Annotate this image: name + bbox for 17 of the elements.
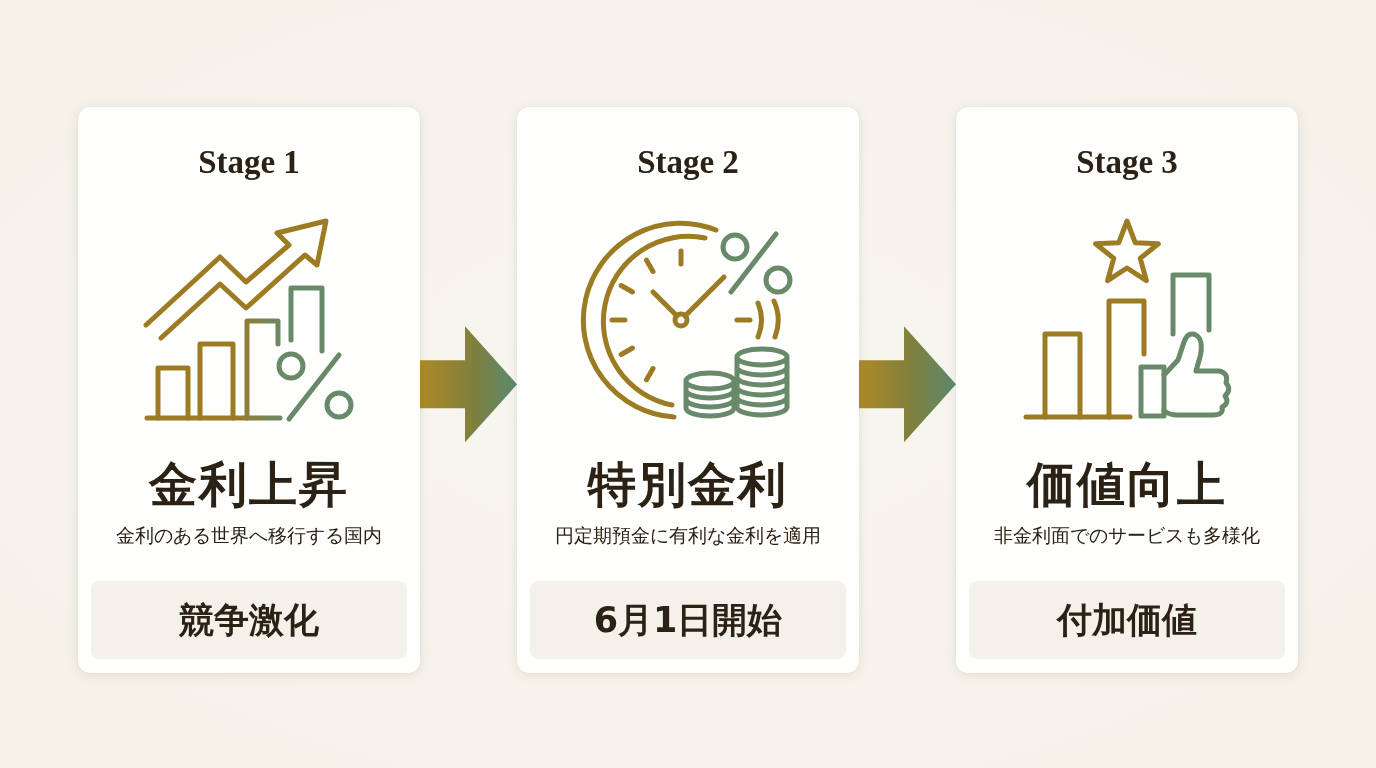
arrow bbox=[859, 326, 956, 443]
highlight-text: 付加価値 bbox=[1057, 599, 1197, 642]
arrow bbox=[420, 326, 517, 443]
stage-title: 特別金利 bbox=[588, 457, 788, 513]
stage-label: Stage 2 bbox=[637, 143, 739, 182]
stage-description: 金利のある世界へ移行する国内 bbox=[116, 523, 382, 548]
highlight-text: 6月1日開始 bbox=[593, 599, 783, 642]
stage-title: 価値向上 bbox=[1027, 457, 1227, 513]
highlight-text: 競争激化 bbox=[179, 599, 319, 642]
stage-card bbox=[956, 107, 1298, 673]
stage-description: 非金利面でのサービスも多様化 bbox=[994, 523, 1260, 548]
stage-title: 金利上昇 bbox=[149, 457, 349, 513]
stage-label: Stage 1 bbox=[198, 143, 300, 182]
stage-description: 円定期預金に有利な金利を適用 bbox=[555, 523, 821, 548]
stage-card bbox=[78, 107, 420, 673]
stage-label: Stage 3 bbox=[1076, 143, 1178, 182]
stage-card bbox=[517, 107, 859, 673]
